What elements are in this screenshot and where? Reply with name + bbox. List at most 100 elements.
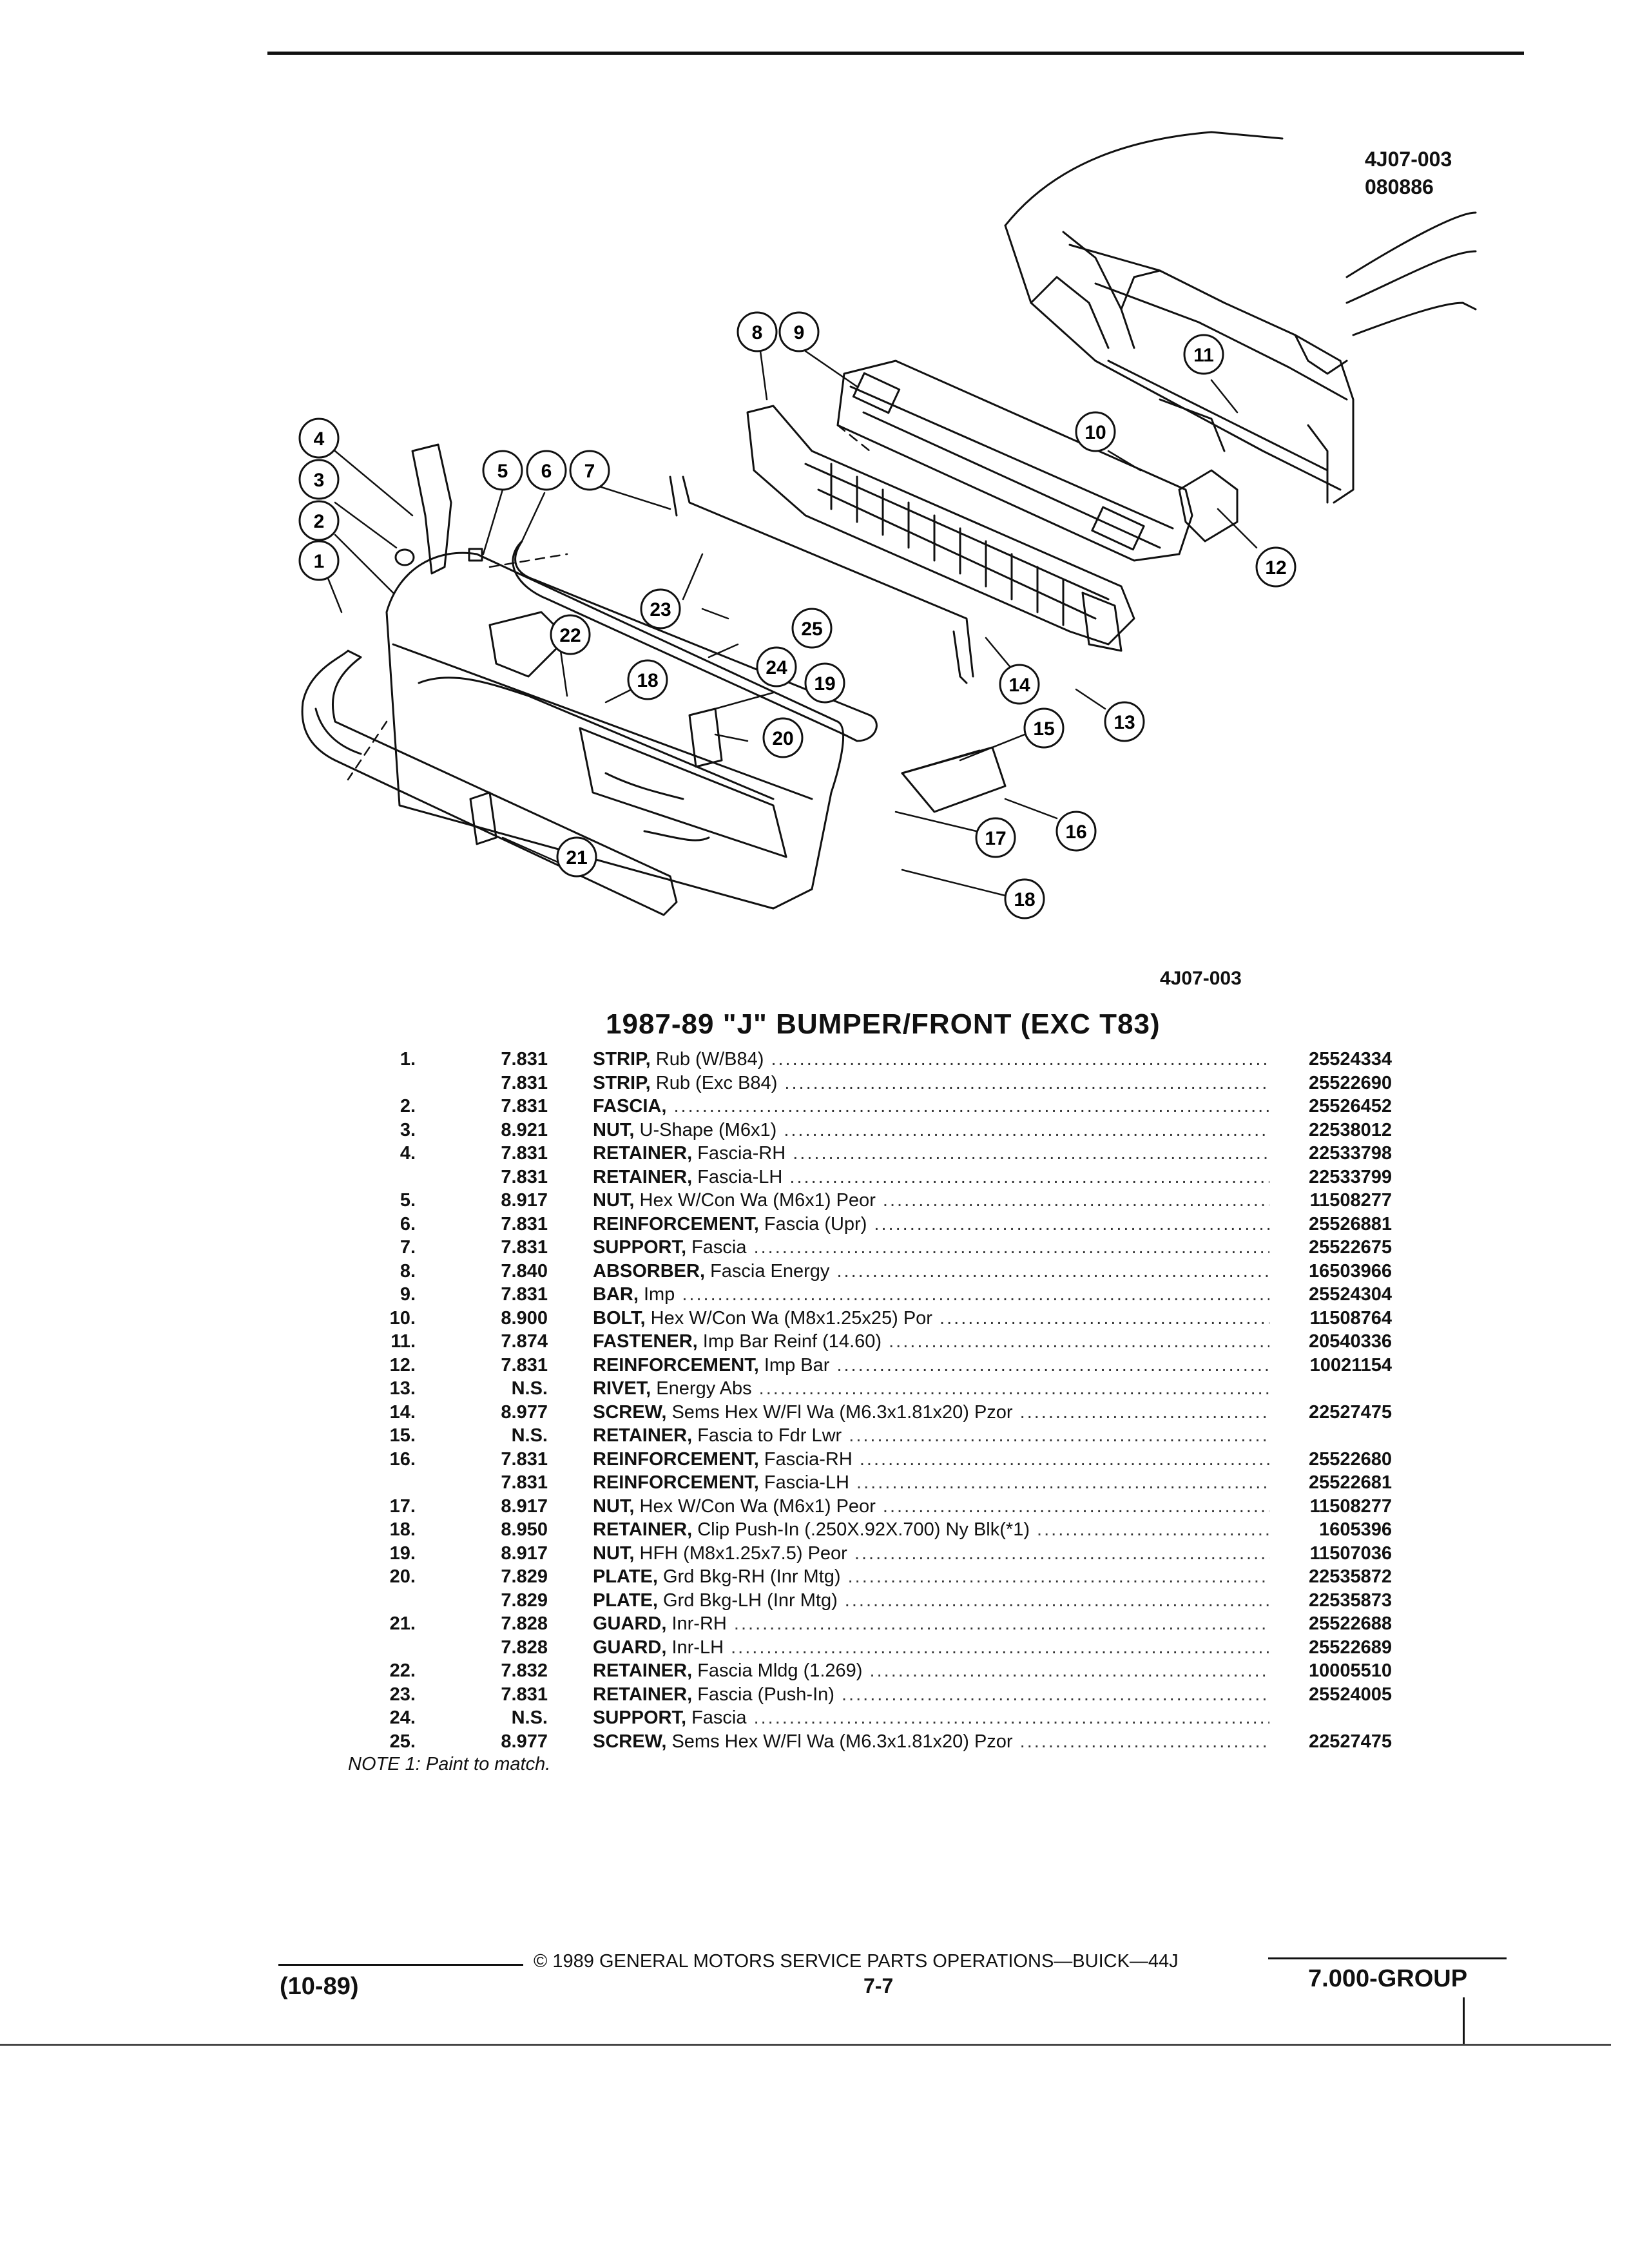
svg-text:18: 18: [1014, 889, 1035, 910]
part-number: 25524334: [1308, 1049, 1392, 1070]
group-number: 7.829: [501, 1590, 548, 1611]
leader-dots: ........................................…: [733, 1613, 1269, 1634]
part-name: NUT,: [593, 1190, 635, 1211]
part-description: STRIP, Rub (W/B84) .....................…: [593, 1049, 1269, 1070]
part-number: 1605396: [1319, 1519, 1392, 1540]
impact-bar: [836, 360, 1193, 562]
part-description: SCREW, Sems Hex W/Fl Wa (M6.3x1.81x20) P…: [593, 1731, 1269, 1753]
group-number: 8.917: [501, 1190, 548, 1211]
rub-strip: [301, 649, 678, 916]
part-name: NUT,: [593, 1542, 635, 1564]
group-number: N.S.: [511, 1707, 548, 1728]
group-number: 8.921: [501, 1119, 548, 1140]
item-number: 13.: [389, 1378, 416, 1399]
part-detail: Imp Bar Reinf (14.60): [697, 1331, 882, 1352]
svg-text:10: 10: [1084, 422, 1106, 443]
leader-dots: ........................................…: [666, 1096, 1269, 1117]
part-description: RETAINER, Fascia Mldg (1.269) ..........…: [593, 1660, 1269, 1682]
part-description: GUARD, Inr-LH ..........................…: [593, 1637, 1269, 1658]
callout-7: 7: [569, 450, 610, 491]
callout-10: 10: [1075, 411, 1116, 452]
part-detail: Fascia to Fdr Lwr: [692, 1425, 842, 1446]
part-number: 25526452: [1308, 1096, 1392, 1117]
part-description: RETAINER, Fascia (Push-In) .............…: [593, 1684, 1269, 1706]
leader-dots: ........................................…: [854, 1542, 1269, 1564]
group-number: 8.977: [501, 1731, 548, 1752]
leader-dots: ........................................…: [1019, 1731, 1269, 1752]
part-detail: Imp: [638, 1284, 675, 1305]
callout-23: 23: [640, 588, 681, 629]
svg-text:11: 11: [1193, 345, 1214, 366]
part-number: 25522688: [1308, 1613, 1392, 1634]
u-shape-nut: [394, 548, 415, 566]
part-detail: Hex W/Con Wa (M6x1) Peor: [634, 1495, 876, 1517]
callout-19: 19: [804, 662, 845, 704]
callout-12: 12: [1255, 546, 1296, 588]
part-number: 25522690: [1308, 1072, 1392, 1093]
svg-text:5: 5: [497, 461, 508, 482]
part-name: BAR,: [593, 1284, 639, 1305]
part-detail: Imp Bar: [758, 1354, 830, 1376]
retainer-fender: [901, 749, 981, 774]
svg-text:13: 13: [1113, 712, 1135, 733]
svg-text:3: 3: [314, 470, 325, 491]
part-detail: Grd Bkg-RH (Inr Mtg): [657, 1566, 841, 1587]
part-name: RETAINER,: [593, 1166, 693, 1187]
svg-text:19: 19: [814, 673, 835, 695]
part-detail: Sems Hex W/Fl Wa (M6.3x1.81x20) Pzor: [666, 1401, 1013, 1423]
leader-dots: ........................................…: [882, 1495, 1269, 1517]
group-number: 7.831: [501, 1237, 548, 1258]
callout-21: 21: [556, 836, 597, 878]
group-number: 7.831: [501, 1284, 548, 1305]
part-name: SUPPORT,: [593, 1707, 687, 1728]
leader-dots: ........................................…: [841, 1684, 1269, 1705]
leader-dots: ........................................…: [874, 1213, 1269, 1235]
part-name: RETAINER,: [593, 1519, 693, 1540]
group-number: 7.831: [501, 1684, 548, 1705]
part-number: 22533798: [1308, 1143, 1392, 1164]
part-name: SUPPORT,: [593, 1237, 687, 1258]
callout-2: 2: [298, 500, 340, 541]
group-number: 7.832: [501, 1660, 548, 1681]
part-description: BOLT, Hex W/Con Wa (M8x1.25x25) Por ....…: [593, 1308, 1269, 1329]
part-detail: Inr-RH: [666, 1613, 727, 1634]
item-number: 8.: [400, 1260, 416, 1282]
item-number: 14.: [389, 1401, 416, 1423]
group-number: 7.829: [501, 1566, 548, 1587]
part-description: GUARD, Inr-RH ..........................…: [593, 1613, 1269, 1635]
leader-dots: ........................................…: [940, 1307, 1269, 1329]
part-number: 25522675: [1308, 1237, 1392, 1258]
part-number: 10005510: [1308, 1660, 1392, 1681]
part-name: RETAINER,: [593, 1660, 693, 1681]
item-number: 9.: [400, 1284, 416, 1305]
group-number: 8.950: [501, 1519, 548, 1540]
part-name: SCREW,: [593, 1731, 667, 1752]
group-number: 7.831: [501, 1472, 548, 1493]
parts-row: 15.N.S.RETAINER, Fascia to Fdr Lwr .....…: [348, 1425, 1392, 1449]
part-detail: Sems Hex W/Fl Wa (M6.3x1.81x20) Pzor: [666, 1731, 1013, 1752]
part-name: RIVET,: [593, 1378, 651, 1399]
part-name: PLATE,: [593, 1566, 658, 1587]
item-number: 16.: [389, 1448, 416, 1470]
figure-caption: 4J07-003: [1160, 968, 1242, 989]
group-label: 7.000-GROUP: [1308, 1965, 1468, 1992]
leader-dots: ........................................…: [753, 1237, 1269, 1258]
item-number: 10.: [389, 1307, 416, 1329]
svg-text:25: 25: [801, 619, 822, 640]
part-description: RETAINER, Fascia-RH ....................…: [593, 1143, 1269, 1164]
part-description: NUT, Hex W/Con Wa (M6x1) Peor ..........…: [593, 1496, 1269, 1517]
callout-18b: 18: [627, 659, 668, 700]
energy-absorber: [746, 405, 1135, 652]
